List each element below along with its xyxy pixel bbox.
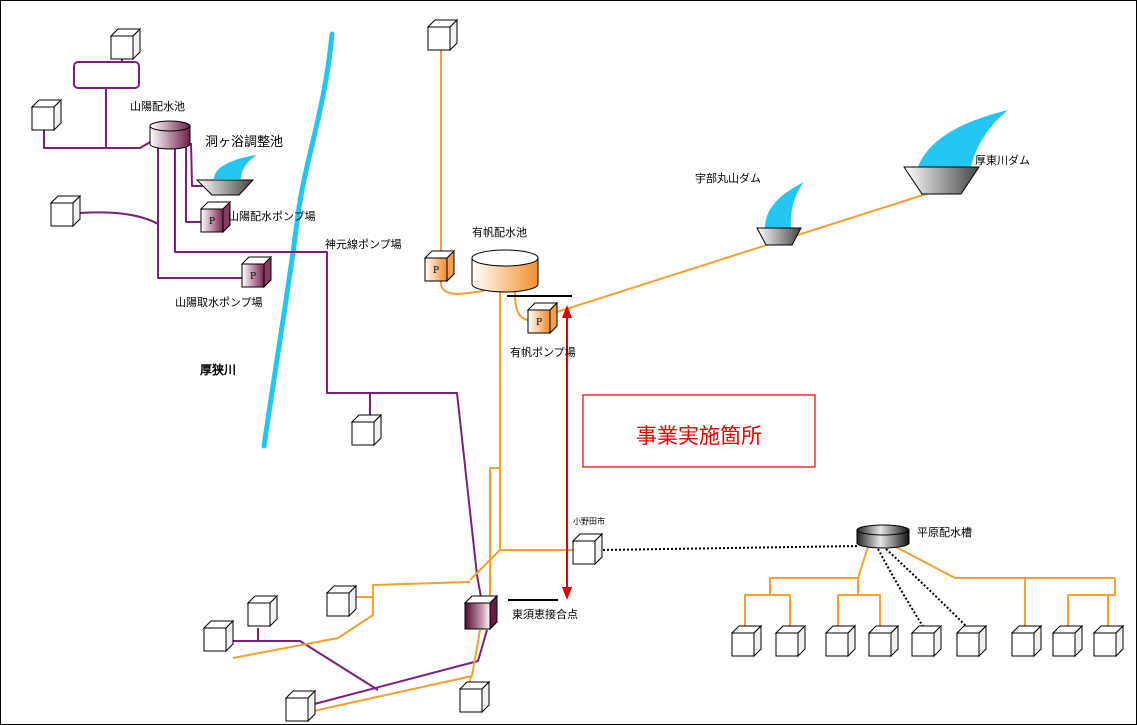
node-cube — [955, 624, 988, 658]
sanyo-reservoir-tank — [149, 120, 191, 150]
onoda-city-label: 小野田市 — [573, 516, 605, 526]
orange-pipe — [769, 546, 869, 595]
pump-letter: P — [536, 318, 542, 328]
sanyo-distribution-pump-label: 山陽配水ポンプ場 — [228, 210, 316, 223]
sanyo-intake-pump-cube: P — [240, 255, 273, 289]
orange-pipe — [837, 594, 881, 630]
ube-maruyama-dam-label: 宇部丸山ダム — [695, 171, 761, 185]
water-spray-icon — [918, 110, 1008, 167]
node-cube — [571, 532, 604, 566]
higashisue-junction-label: 東須恵接合点 — [512, 607, 578, 621]
purple-pipe — [43, 130, 153, 149]
purple-pipe — [233, 640, 379, 691]
koto-dam-label: 厚東川ダム — [975, 153, 1030, 167]
node-cube — [774, 624, 807, 658]
kanmoto-pump-label: 神元線ポンプ場 — [325, 237, 402, 251]
node-cube — [1092, 624, 1125, 658]
orange-dam-pipe — [556, 187, 946, 313]
dotted-connection — [885, 548, 969, 629]
purple-pipe — [185, 143, 201, 223]
kanmoto-pump-cube: P — [423, 249, 456, 283]
pump-letter: P — [250, 272, 256, 282]
ube-maruyama-dam — [756, 182, 804, 246]
koto-dam — [903, 110, 1008, 195]
node-cube — [910, 624, 943, 658]
asa-river-line — [261, 31, 335, 449]
aho-reservoir-label: 有帆配水池 — [472, 225, 527, 239]
water-spray-icon — [214, 155, 257, 179]
node-cube — [350, 413, 383, 447]
dogasako-pond-dam — [195, 155, 257, 196]
node-cube — [1010, 624, 1043, 658]
project-site-label: 事業実施箇所 — [636, 424, 762, 448]
project-site-box — [582, 394, 816, 468]
aho-reservoir-tank — [471, 249, 539, 293]
node-cube — [824, 624, 857, 658]
purple-pipe — [302, 629, 488, 708]
sanyo-distribution-pump-cube: P — [199, 200, 232, 234]
dam-body — [195, 179, 255, 196]
node-cube — [1051, 624, 1084, 658]
node-cube — [458, 680, 491, 714]
orange-pipe — [489, 467, 500, 598]
pump-stations: P P P P — [199, 200, 559, 631]
node-cube — [202, 619, 235, 653]
higashisue-junction-cube — [463, 594, 499, 631]
orange-pipelines — [232, 50, 1116, 715]
river-label: 厚狭川 — [200, 362, 236, 377]
hirahara-tank — [856, 524, 910, 549]
water-spray-icon — [765, 182, 804, 228]
pump-letter: P — [209, 217, 215, 227]
node-cube — [284, 689, 317, 723]
purple-main-pipe — [174, 142, 483, 604]
dam-body — [903, 166, 980, 195]
purple-pipe — [190, 142, 204, 187]
node-cube — [730, 624, 763, 658]
hirahara-tank-label: 平原配水槽 — [917, 526, 972, 539]
orange-pipe — [299, 629, 481, 715]
dogasako-pond-label: 洞ヶ浴調整池 — [205, 135, 283, 150]
node-cubes — [30, 18, 1125, 723]
node-cube — [30, 98, 63, 132]
node-cube — [325, 584, 358, 618]
purple-pipe — [79, 211, 159, 225]
node-cube — [246, 594, 279, 628]
aho-pump-cube: P — [526, 301, 559, 335]
orange-pipe — [895, 546, 1115, 579]
dam-body — [756, 227, 802, 246]
node-cube — [49, 194, 82, 228]
purple-pipelines — [43, 58, 488, 708]
orange-pipe — [744, 594, 791, 630]
orange-pipe — [232, 581, 471, 659]
sanyo-reservoir-label: 山陽配水池 — [130, 100, 185, 113]
project-span-arrow — [562, 305, 572, 600]
sanyo-intake-pump-label: 山陽取水ポンプ場 — [175, 296, 263, 309]
orange-pipe — [1067, 578, 1116, 630]
dotted-connection — [877, 548, 925, 629]
node-cube — [109, 27, 142, 61]
orange-pipe — [440, 50, 485, 295]
purple-pipe — [157, 142, 242, 279]
pump-letter: P — [433, 266, 439, 276]
aho-pump-label: 有帆ポンプ場 — [510, 345, 576, 359]
node-cube — [867, 624, 900, 658]
node-cube — [426, 18, 459, 52]
